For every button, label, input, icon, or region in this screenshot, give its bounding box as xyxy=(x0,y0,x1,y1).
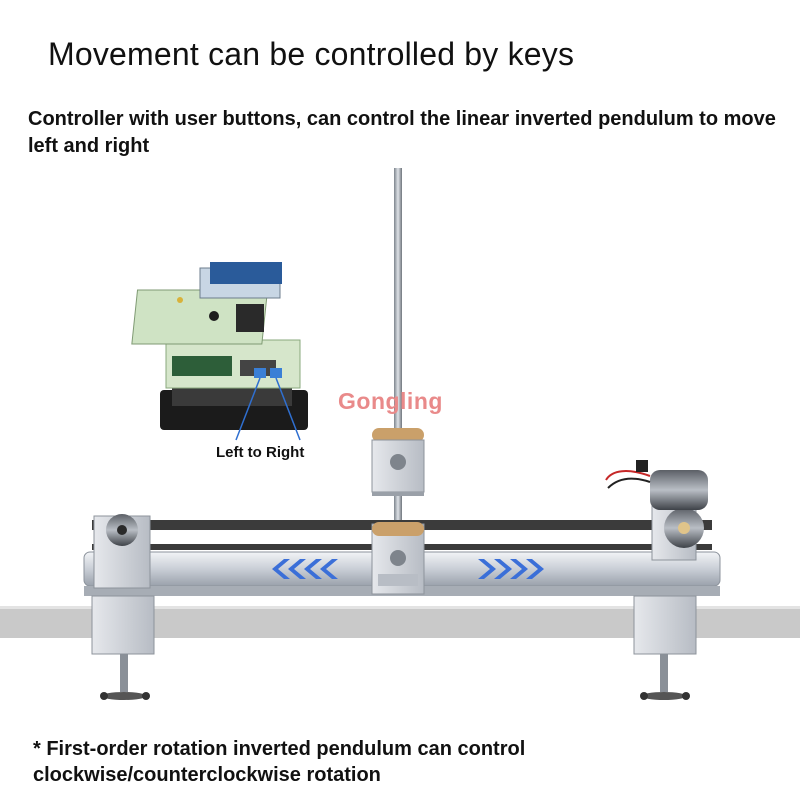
brand-watermark: Gongling xyxy=(338,388,443,414)
controller-button-caption: Left to Right xyxy=(216,444,305,461)
page-title: Movement can be controlled by keys xyxy=(48,36,575,72)
right-table-clamp xyxy=(633,595,697,700)
left-end-bracket xyxy=(93,514,151,589)
footnote-text: * First-order rotation inverted pendulum… xyxy=(33,738,526,786)
description-text: Controller with user buttons, can contro… xyxy=(28,108,776,157)
pendulum-bearing-block xyxy=(371,428,425,496)
left-table-clamp xyxy=(91,595,155,700)
controller-board xyxy=(131,262,308,441)
chevrons-left-icon xyxy=(272,559,338,579)
right-motor xyxy=(605,460,708,561)
user-button-right xyxy=(270,368,282,378)
cart xyxy=(371,522,425,595)
user-button-left xyxy=(254,368,266,378)
pendulum-rod xyxy=(394,168,402,546)
chevrons-right-icon xyxy=(478,559,544,579)
